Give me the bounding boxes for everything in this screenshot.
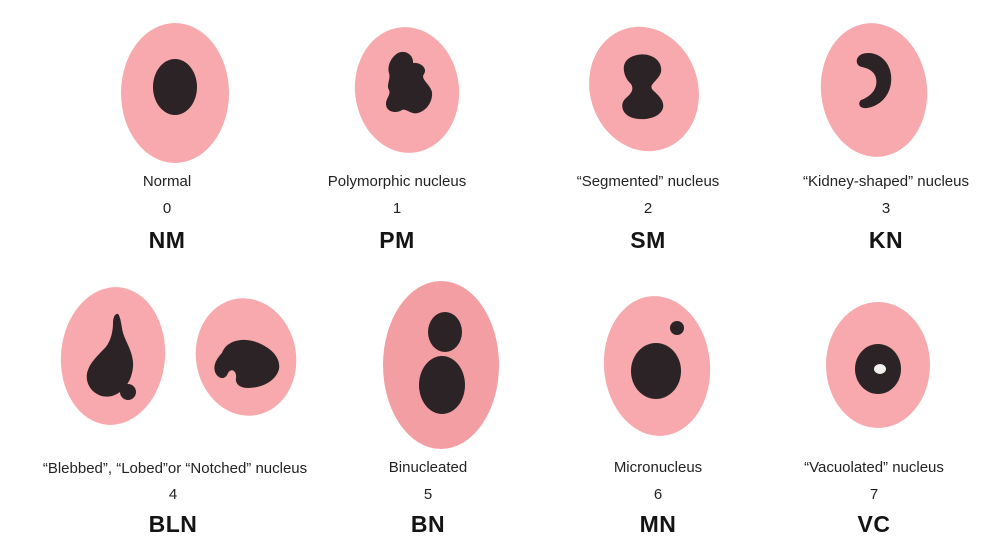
cell-2-number: 2	[644, 200, 652, 217]
blebbed-nucleus-cell-icon	[55, 283, 171, 430]
cell-2-code: SM	[630, 227, 666, 254]
cell-7-code: VC	[858, 511, 891, 538]
cell-3-description: “Kidney-shaped” nucleus	[803, 173, 969, 190]
cell-5-code: BN	[411, 511, 445, 538]
cell-4-code: BLN	[149, 511, 198, 538]
polymorphic-nucleus-cell-icon	[349, 22, 466, 158]
cell-3-number: 3	[882, 200, 890, 217]
cell-7-description: “Vacuolated” nucleus	[804, 459, 944, 476]
cell-4-number: 4	[169, 486, 177, 503]
nuclear-bleb	[120, 384, 136, 400]
vacuolated-nucleus-cell-icon	[826, 302, 930, 428]
notched-nucleus-cell-icon	[187, 290, 306, 424]
binucleated-cell-icon	[383, 281, 499, 449]
cell-2-description: “Segmented” nucleus	[577, 173, 720, 190]
cell-7-number: 7	[870, 486, 878, 503]
micronucleus-cell-icon	[598, 292, 716, 441]
segmented-nucleus-cell-icon	[573, 12, 715, 165]
cell-0-code: NM	[149, 227, 186, 254]
cell-6-code: MN	[640, 511, 677, 538]
nucleus	[153, 59, 197, 115]
main-nucleus	[631, 343, 681, 399]
cell-6-number: 6	[654, 486, 662, 503]
cell-0-description: Normal	[143, 173, 191, 190]
cell-0-number: 0	[163, 200, 171, 217]
cell-5-number: 5	[424, 486, 432, 503]
cytoplasm	[814, 18, 933, 162]
cell-4-description: “Blebbed”, “Lobed”or “Notched” nucleus	[43, 460, 307, 477]
kidney-shaped-nucleus-cell-icon	[814, 18, 933, 162]
cell-3-code: KN	[869, 227, 903, 254]
micronucleus	[670, 321, 684, 335]
normal-cell-icon	[121, 23, 229, 163]
cell-5-description: Binucleated	[389, 459, 467, 476]
nucleus-lower	[419, 356, 465, 414]
cell-6-description: Micronucleus	[614, 459, 702, 476]
vacuole	[874, 364, 886, 374]
cell-1-number: 1	[393, 200, 401, 217]
cell-1-code: PM	[379, 227, 415, 254]
nucleus-upper	[428, 312, 462, 352]
cell-1-description: Polymorphic nucleus	[328, 173, 466, 190]
